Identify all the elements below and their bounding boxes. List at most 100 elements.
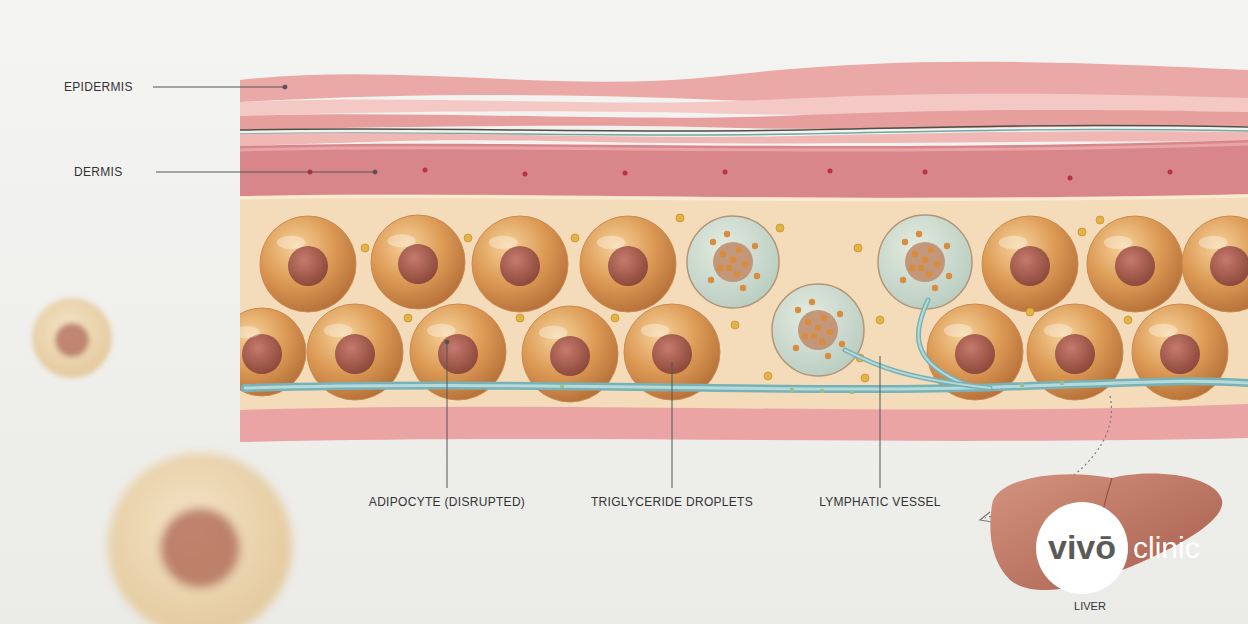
dermis-highlight	[240, 144, 1248, 150]
lipid-droplet	[724, 231, 730, 237]
lipid-droplet	[934, 261, 940, 267]
lipid-droplet	[720, 251, 726, 257]
lipid-droplet	[793, 345, 799, 351]
disrupted-adipocyte	[687, 216, 779, 308]
lipid-droplet	[819, 339, 825, 345]
logo-text: vivō	[1048, 530, 1116, 564]
cell-nucleus	[242, 334, 282, 374]
triglyceride-droplet	[731, 321, 739, 329]
cell-nucleus	[608, 246, 648, 286]
triglyceride-droplet	[776, 224, 784, 232]
triglyceride-droplet	[854, 244, 862, 252]
triglyceride-droplet	[1078, 228, 1086, 236]
disrupted-adipocyte	[878, 215, 972, 309]
lipid-droplet	[815, 325, 821, 331]
triglyceride-droplet	[611, 314, 619, 322]
flow-arrowhead	[980, 512, 992, 522]
organ-label: LIVER	[1074, 601, 1106, 612]
cell-nucleus	[1160, 334, 1200, 374]
cell-highlight	[427, 324, 456, 337]
lipid-droplet	[809, 299, 815, 305]
lipid-droplet	[802, 333, 808, 339]
lipid-droplet	[839, 341, 845, 347]
cell-highlight	[1044, 324, 1073, 337]
lipid-droplet	[811, 333, 817, 339]
cell-highlight	[539, 326, 568, 339]
cell-nucleus	[905, 242, 945, 282]
triglyceride-droplet	[764, 372, 772, 380]
cell-nucleus	[713, 242, 753, 282]
adipocyte	[472, 216, 568, 312]
blurred-cell	[108, 453, 292, 624]
layer-label: EPIDERMIS	[64, 80, 133, 94]
triglyceride-droplet	[404, 314, 412, 322]
vessel-droplets	[560, 381, 1064, 394]
deep-band	[240, 404, 1248, 442]
cell-highlight	[324, 324, 353, 337]
lipid-droplet	[946, 273, 952, 279]
lipid-droplet	[795, 307, 801, 313]
triglyceride-droplet	[361, 244, 369, 252]
triglyceride-droplet	[1096, 216, 1104, 224]
adipocyte	[580, 216, 676, 312]
lipid-droplet	[837, 311, 843, 317]
cell-highlight	[233, 326, 259, 338]
cell-nucleus	[550, 336, 590, 376]
lipid-droplet	[902, 239, 908, 245]
lipid-droplet	[918, 265, 924, 271]
cell-highlight	[597, 236, 626, 249]
lipid-droplet	[754, 273, 760, 279]
adipocyte	[260, 216, 356, 312]
cell-nucleus	[1115, 246, 1155, 286]
fat-layer-edge	[240, 196, 1248, 200]
lipid-droplet	[827, 329, 833, 335]
lipid-droplet	[734, 271, 740, 277]
cell-nucleus	[500, 246, 540, 286]
cell-nucleus	[288, 246, 328, 286]
dermis-dots	[308, 168, 1173, 181]
cell-nucleus	[798, 310, 838, 350]
cell-nucleus	[335, 334, 375, 374]
layer-label: DERMIS	[74, 165, 122, 179]
triglyceride-droplet	[676, 214, 684, 222]
lipid-droplet	[912, 251, 918, 257]
cell-nucleus	[955, 334, 995, 374]
triglyceride-droplet	[861, 374, 869, 382]
dermis-band	[240, 140, 1248, 200]
lipid-droplet	[710, 239, 716, 245]
logo-text: clinic	[1133, 533, 1200, 563]
leader-line	[153, 85, 880, 488]
lipid-droplet	[742, 261, 748, 267]
callout-label: LYMPHATIC VESSEL	[819, 495, 941, 509]
lipid-droplet	[730, 257, 736, 263]
lipid-droplet	[926, 271, 932, 277]
fat-layer	[240, 194, 1248, 415]
cell-highlight	[387, 234, 415, 247]
cell-nucleus	[1210, 246, 1248, 286]
triglyceride-droplet	[876, 316, 884, 324]
triglyceride-droplet	[464, 234, 472, 242]
callout-label: ADIPOCYTE (DISRUPTED)	[369, 495, 525, 509]
cell-nucleus	[398, 244, 438, 284]
lipid-droplet	[900, 277, 906, 283]
lipid-droplet	[805, 319, 811, 325]
adipocyte	[1182, 216, 1248, 312]
cell-highlight	[277, 236, 306, 249]
lipid-droplet	[909, 265, 915, 271]
lipid-droplet	[736, 247, 742, 253]
lipid-droplet	[944, 243, 950, 249]
lipid-droplet	[825, 353, 831, 359]
lipid-droplet	[752, 243, 758, 249]
cell-highlight	[1199, 236, 1228, 249]
triglyceride-droplet	[516, 314, 524, 322]
cell-nucleus	[438, 334, 478, 374]
lymphatic-vessel	[245, 300, 1248, 389]
cell-highlight	[999, 236, 1028, 249]
epidermis-layer	[240, 110, 1248, 130]
adipocyte	[1087, 216, 1183, 312]
lipid-droplet	[922, 257, 928, 263]
lipid-droplet	[928, 247, 934, 253]
lipid-droplet	[717, 265, 723, 271]
blurred-cell	[32, 298, 112, 378]
lipid-droplet	[821, 315, 827, 321]
